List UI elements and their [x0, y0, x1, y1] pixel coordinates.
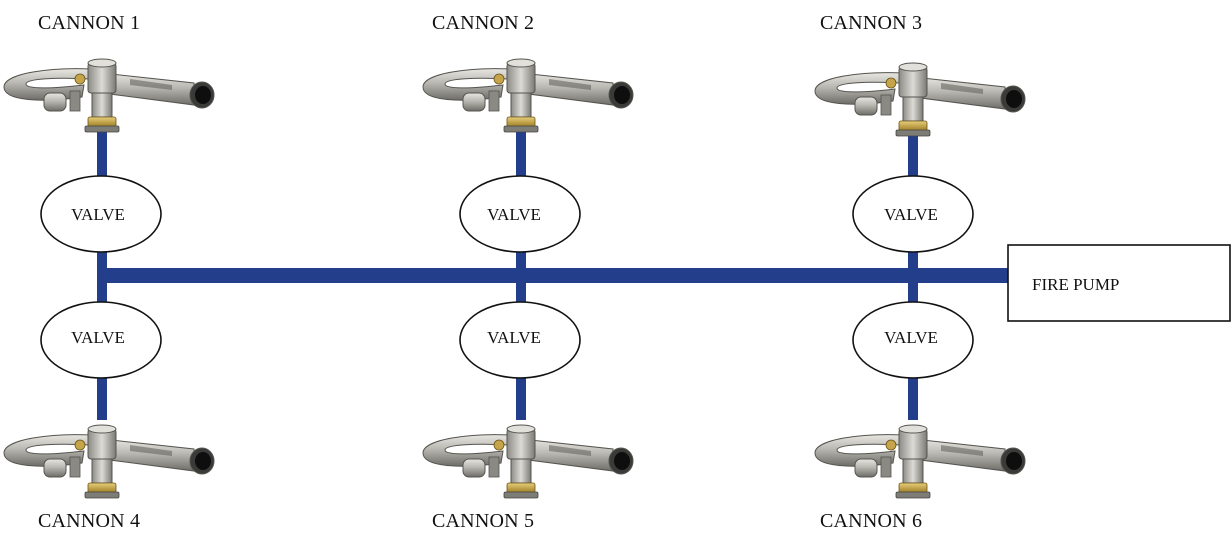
pipe-network — [97, 130, 1008, 420]
valve-3-label: VALVE — [884, 205, 938, 224]
riser-pipe-2 — [516, 130, 526, 420]
cannon-4-icon — [3, 424, 215, 499]
valve-6-label: VALVE — [884, 328, 938, 347]
valve-4: VALVE — [40, 301, 162, 379]
cannon-2-icon — [422, 58, 634, 133]
cannon-5-icon — [422, 424, 634, 499]
cannon-6-label: CANNON 6 — [820, 510, 923, 532]
cannon-1-label: CANNON 1 — [38, 12, 141, 34]
valve-1-label: VALVE — [71, 205, 125, 224]
main-header-pipe — [100, 268, 1008, 283]
riser-pipe-3 — [908, 130, 918, 420]
cannon-1-icon — [3, 58, 215, 133]
valve-3: VALVE — [852, 175, 974, 253]
valve-5-label: VALVE — [487, 328, 541, 347]
cannon-5-label: CANNON 5 — [432, 510, 535, 532]
cannon-4-label: CANNON 4 — [38, 510, 141, 532]
valve-2-label: VALVE — [487, 205, 541, 224]
valve-5: VALVE — [459, 301, 581, 379]
valve-1: VALVE — [40, 175, 162, 253]
fire-pump-label: FIRE PUMP — [1032, 275, 1119, 294]
valve-4-label: VALVE — [71, 328, 125, 347]
cannon-3-label: CANNON 3 — [820, 12, 923, 34]
valve-2: VALVE — [459, 175, 581, 253]
fire-pump: FIRE PUMP — [1007, 244, 1231, 322]
riser-pipe-1 — [97, 130, 107, 420]
valve-6: VALVE — [852, 301, 974, 379]
cannon-3-icon — [814, 62, 1026, 137]
cannon-2-label: CANNON 2 — [432, 12, 535, 34]
cannon-6-icon — [814, 424, 1026, 499]
